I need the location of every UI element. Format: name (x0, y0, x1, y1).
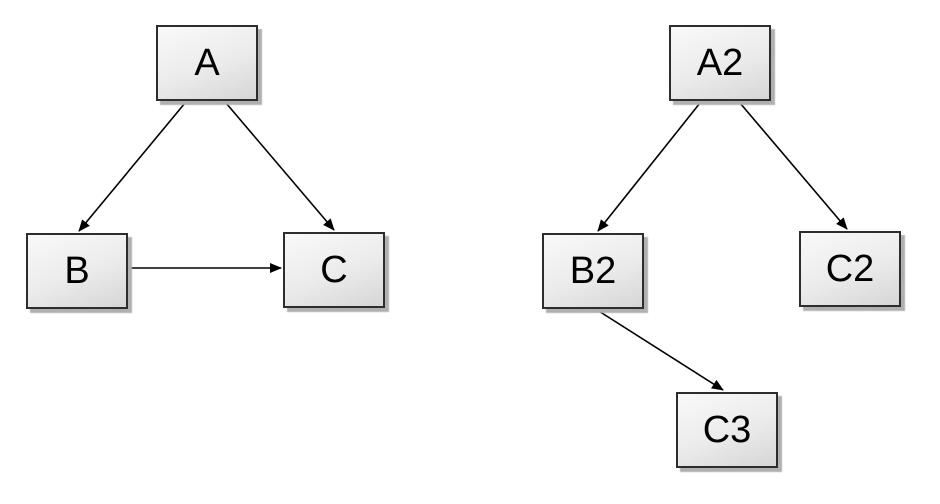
edge-a-to-c (225, 102, 335, 231)
node-a2: A2 (669, 25, 771, 101)
node-c2-label: C2 (825, 248, 875, 290)
node-b: B (26, 233, 128, 309)
edge-a2-to-c2 (739, 102, 848, 230)
node-a2-label: A2 (696, 42, 744, 84)
node-a-label: A (194, 42, 220, 84)
node-c-label: C (320, 249, 348, 291)
node-b2-label: B2 (569, 250, 617, 292)
node-b2: B2 (542, 233, 644, 309)
edge-b2-to-c3 (593, 307, 724, 391)
node-a: A (156, 25, 258, 101)
edge-a-to-b (78, 102, 186, 232)
node-c3: C3 (676, 392, 778, 468)
node-c3-label: C3 (702, 409, 752, 451)
node-c2: C2 (799, 231, 901, 307)
node-b-label: B (64, 250, 90, 292)
edge-a2-to-b2 (597, 102, 701, 232)
node-c: C (283, 232, 385, 308)
